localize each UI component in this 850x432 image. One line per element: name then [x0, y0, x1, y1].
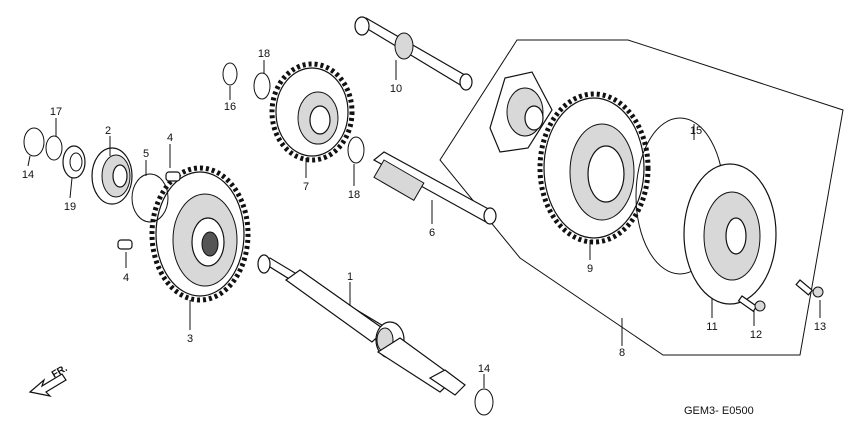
callout-9: 9 [587, 263, 593, 275]
callout-15: 15 [690, 125, 702, 137]
housing-cover-part [489, 71, 553, 153]
pin-part-4-lower [117, 239, 133, 250]
callout-4-upper: 4 [167, 132, 173, 144]
bolt-part-12 [737, 295, 766, 313]
bolt-part-13 [795, 279, 824, 298]
front-direction-arrow [28, 373, 67, 397]
washer-part-14-left [23, 127, 45, 157]
gear-part-3 [149, 165, 251, 303]
callout-3: 3 [187, 333, 193, 345]
callout-2: 2 [105, 125, 111, 137]
callout-8: 8 [619, 347, 625, 359]
shaft-part-6 [372, 151, 497, 225]
callout-5: 5 [143, 148, 149, 160]
circlip-part-5 [131, 173, 169, 223]
front-direction-label: FR. [50, 363, 70, 381]
callout-17: 17 [50, 106, 62, 118]
washer-part-17 [45, 135, 63, 161]
assembly-boundary-outline [439, 39, 844, 356]
callout-13: 13 [814, 321, 826, 333]
clip-part-18-upper [253, 72, 271, 100]
shaft-part-10 [354, 16, 473, 91]
callout-19: 19 [64, 201, 76, 213]
callout-18-lower: 18 [348, 189, 360, 201]
collar-part-2 [91, 147, 133, 205]
clip-part-18-lower [347, 136, 365, 164]
callout-12: 12 [750, 329, 762, 341]
callout-11: 11 [706, 321, 717, 333]
washer-part-14-lower [474, 388, 494, 416]
pin-part-4-upper [165, 171, 181, 182]
clip-part-16 [222, 62, 238, 86]
washer-part-19-inner [69, 152, 83, 172]
callout-16: 16 [224, 101, 236, 113]
gear-part-9 [537, 91, 651, 245]
diagram-code: GEM3- E0500 [684, 405, 754, 417]
final-shaft-part [257, 254, 466, 396]
gear-part-7 [269, 61, 355, 163]
callout-10: 10 [390, 83, 402, 95]
leader-lines [27, 60, 821, 388]
callout-7: 7 [303, 181, 309, 193]
cover-part-11 [683, 163, 777, 305]
callout-14-lower: 14 [478, 363, 490, 375]
callout-4-lower: 4 [123, 272, 129, 284]
callout-18-upper: 18 [258, 48, 270, 60]
callout-14-left: 14 [22, 169, 34, 181]
callout-1: 1 [347, 271, 353, 283]
callout-6: 6 [429, 227, 435, 239]
